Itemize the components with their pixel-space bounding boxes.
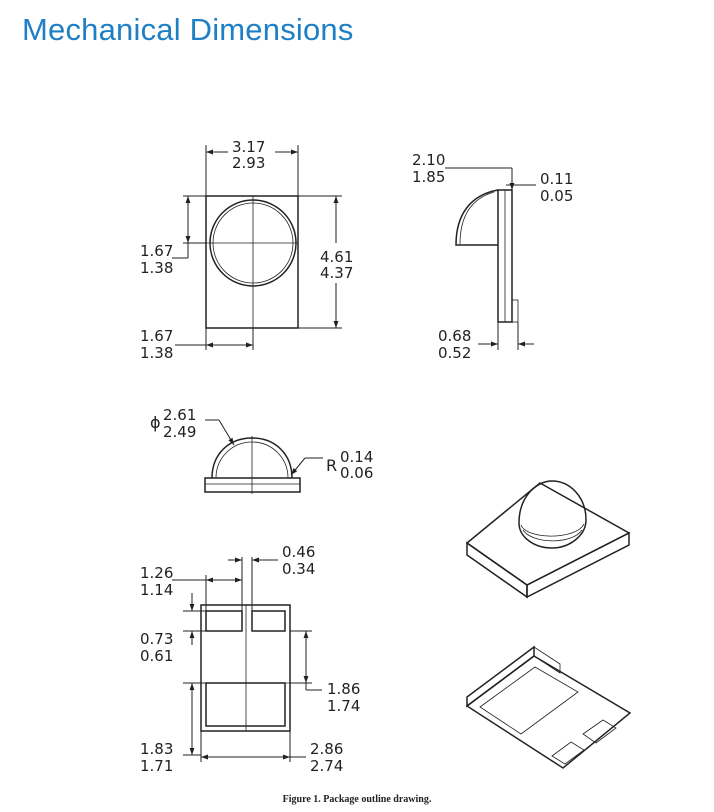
top-width-max: 3.17: [232, 138, 265, 156]
iso-pad-2: [551, 741, 585, 765]
bottom-view: 0.46 0.34 1.26 1.14 0.73 0.61 1.86 1.74 …: [140, 543, 360, 775]
front-radius-min: 0.06: [340, 464, 373, 482]
bottom-pad-left: [205, 610, 243, 632]
top-height-max: 4.61: [320, 248, 353, 266]
front-view-base: [204, 477, 301, 493]
top-height-min: 4.37: [320, 264, 353, 282]
bottom-pad-width-max: 1.26: [140, 564, 173, 582]
bottom-thermal-height-min: 1.74: [327, 697, 360, 715]
figure-caption: Figure 1. Package outline drawing.: [282, 794, 432, 805]
side-step-min: 0.05: [540, 187, 573, 205]
iso-view-bottom: [465, 645, 632, 769]
side-base-max: 0.68: [438, 327, 471, 345]
bottom-offset-max: 1.83: [140, 740, 173, 758]
iso-bottom-face: [465, 655, 632, 769]
side-step-max: 0.11: [540, 170, 573, 188]
page-title: Mechanical Dimensions: [22, 12, 354, 47]
top-lens-y-min: 1.38: [140, 259, 173, 277]
bottom-pad-width-min: 1.14: [140, 581, 173, 599]
top-view: 3.17 2.93 4.61 4.37 1.67 1.38 1.67 1.38: [140, 138, 353, 362]
front-view: ϕ 2.61 2.49 R 0.14 0.06: [150, 406, 373, 494]
top-lens-x-min: 1.38: [140, 344, 173, 362]
bottom-thermal-height-max: 1.86: [327, 680, 360, 698]
bottom-pad-right: [251, 610, 286, 632]
top-lens-x-max: 1.67: [140, 327, 173, 345]
bottom-width-min: 2.74: [310, 757, 343, 775]
side-height-min: 1.85: [412, 168, 445, 186]
top-width-min: 2.93: [232, 154, 265, 172]
front-diameter-max: 2.61: [163, 406, 196, 424]
top-lens-y-max: 1.67: [140, 242, 173, 260]
bottom-pad-height-max: 0.73: [140, 630, 173, 648]
iso-top-dome: [518, 480, 587, 549]
bottom-gap-min: 0.34: [282, 560, 315, 578]
side-view-dome: [455, 189, 499, 246]
side-view: 2.10 1.85 0.11 0.05 0.68 0.52: [412, 151, 573, 362]
top-view-body: [205, 195, 299, 329]
iso-view-top: [465, 480, 631, 599]
bottom-thermal-pad: [205, 682, 286, 727]
front-radius-max: 0.14: [340, 448, 373, 466]
side-height-max: 2.10: [412, 151, 445, 169]
bottom-width-max: 2.86: [310, 740, 343, 758]
front-diameter-symbol: ϕ: [150, 413, 161, 432]
iso-thermal-pad: [479, 666, 579, 735]
bottom-view-body: [200, 604, 291, 732]
bottom-pad-height-min: 0.61: [140, 647, 173, 665]
bottom-gap-max: 0.46: [282, 543, 315, 561]
front-radius-symbol: R: [326, 456, 337, 475]
iso-pad-1: [582, 719, 617, 744]
front-diameter-min: 2.49: [163, 423, 196, 441]
iso-top-face: [465, 482, 631, 586]
bottom-offset-min: 1.71: [140, 757, 173, 775]
side-base-min: 0.52: [438, 344, 471, 362]
